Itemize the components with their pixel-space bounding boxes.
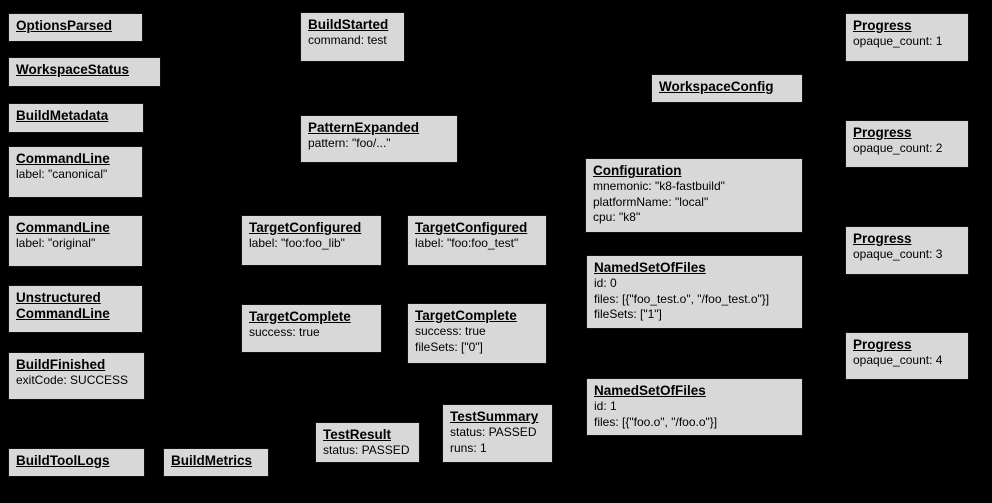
node-detail: label: "canonical" bbox=[16, 167, 108, 182]
node-title: Unstructured bbox=[16, 290, 101, 305]
node-title: Progress bbox=[853, 125, 912, 140]
node-title: Progress bbox=[853, 337, 912, 352]
node-title: BuildMetadata bbox=[16, 108, 109, 123]
node-detail: mnemonic: "k8-fastbuild" bbox=[593, 179, 725, 194]
node-detail: opaque_count: 4 bbox=[853, 353, 943, 368]
node-title: BuildStarted bbox=[308, 17, 389, 32]
node-title: BuildToolLogs bbox=[16, 453, 110, 468]
node-detail: label: "foo:foo_test" bbox=[415, 236, 519, 251]
node-detail: fileSets: ["0"] bbox=[415, 339, 483, 354]
node-detail: status: PASSED bbox=[323, 443, 410, 458]
node-title: NamedSetOfFiles bbox=[594, 383, 706, 398]
node-detail: platformName: "local" bbox=[593, 194, 709, 209]
node-workspace-status: WorkspaceStatus bbox=[8, 57, 161, 87]
node-title: Progress bbox=[853, 231, 912, 246]
node-detail: command: test bbox=[308, 33, 387, 48]
node-options-parsed: OptionsParsed bbox=[8, 13, 143, 42]
node-title: BuildFinished bbox=[16, 357, 106, 372]
node-title: PatternExpanded bbox=[308, 120, 420, 135]
node-title: TargetConfigured bbox=[249, 220, 362, 235]
node-build-metadata: BuildMetadata bbox=[8, 103, 144, 133]
node-detail: id: 1 bbox=[594, 399, 617, 414]
node-detail: runs: 1 bbox=[450, 440, 487, 455]
node-title: Progress bbox=[853, 18, 912, 33]
node-detail: opaque_count: 3 bbox=[853, 247, 943, 262]
node-title: Configuration bbox=[593, 163, 682, 178]
node-detail: id: 0 bbox=[594, 276, 617, 291]
node-title: NamedSetOfFiles bbox=[594, 260, 706, 275]
node-title: TargetComplete bbox=[415, 308, 517, 323]
node-detail: opaque_count: 1 bbox=[853, 34, 943, 49]
node-detail: files: [{"foo_test.o", "/foo_test.o"}] bbox=[594, 291, 770, 306]
node-detail: opaque_count: 2 bbox=[853, 141, 943, 156]
node-title: TestResult bbox=[323, 427, 392, 442]
node-build-tool-logs: BuildToolLogs bbox=[8, 448, 145, 477]
node-title: CommandLine bbox=[16, 306, 110, 322]
node-title: CommandLine bbox=[16, 220, 110, 235]
node-title: WorkspaceStatus bbox=[16, 62, 130, 77]
node-detail: cpu: "k8" bbox=[593, 210, 641, 225]
node-detail: label: "foo:foo_lib" bbox=[249, 236, 345, 251]
node-title: WorkspaceConfig bbox=[659, 79, 774, 94]
node-build-metrics: BuildMetrics bbox=[163, 448, 269, 477]
node-title: TargetConfigured bbox=[415, 220, 528, 235]
node-detail: status: PASSED bbox=[450, 425, 537, 440]
node-title: BuildMetrics bbox=[171, 453, 253, 468]
node-workspace-config: WorkspaceConfig bbox=[651, 74, 803, 103]
node-detail: label: "original" bbox=[16, 236, 96, 251]
node-detail: fileSets: ["1"] bbox=[594, 307, 662, 322]
node-detail: exitCode: SUCCESS bbox=[16, 373, 129, 388]
node-detail: files: [{"foo.o", "/foo.o"}] bbox=[594, 414, 718, 429]
node-detail: pattern: "foo/..." bbox=[308, 136, 391, 151]
node-title: CommandLine bbox=[16, 151, 110, 166]
node-detail: success: true bbox=[249, 325, 320, 340]
node-title: TestSummary bbox=[450, 409, 539, 424]
node-title: TargetComplete bbox=[249, 309, 351, 324]
node-detail: success: true bbox=[415, 324, 486, 339]
node-title: OptionsParsed bbox=[16, 18, 113, 33]
